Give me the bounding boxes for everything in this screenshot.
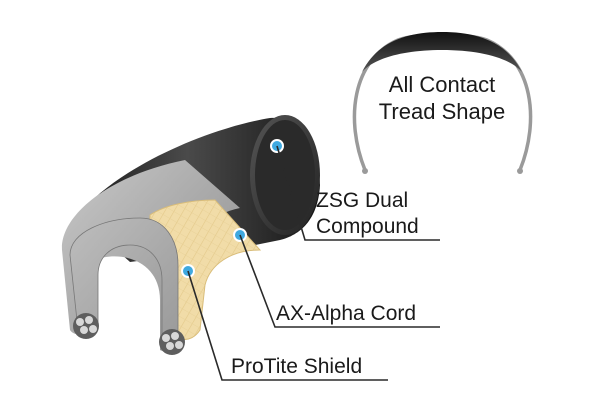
callout-protite: ProTite Shield: [187, 270, 388, 381]
ax-label: AX-Alpha Cord: [276, 302, 416, 325]
zsg-label-line1: ZSG Dual: [316, 189, 408, 212]
callout-zsg: ZSG Dual Compound: [276, 145, 440, 241]
protite-label: ProTite Shield: [231, 355, 362, 378]
callout-ax: AX-Alpha Cord: [239, 234, 440, 328]
tread-shape-profile: All Contact Tread Shape: [352, 32, 533, 174]
tire-cutaway: [61, 115, 320, 355]
tread-shape-label-line1: All Contact: [389, 72, 495, 97]
bead-left: [73, 313, 99, 339]
zsg-label-line2: Compound: [316, 215, 419, 238]
bead-right: [159, 329, 185, 355]
tread-profile-crown: [362, 32, 522, 72]
tread-shape-label-line2: Tread Shape: [379, 99, 505, 124]
